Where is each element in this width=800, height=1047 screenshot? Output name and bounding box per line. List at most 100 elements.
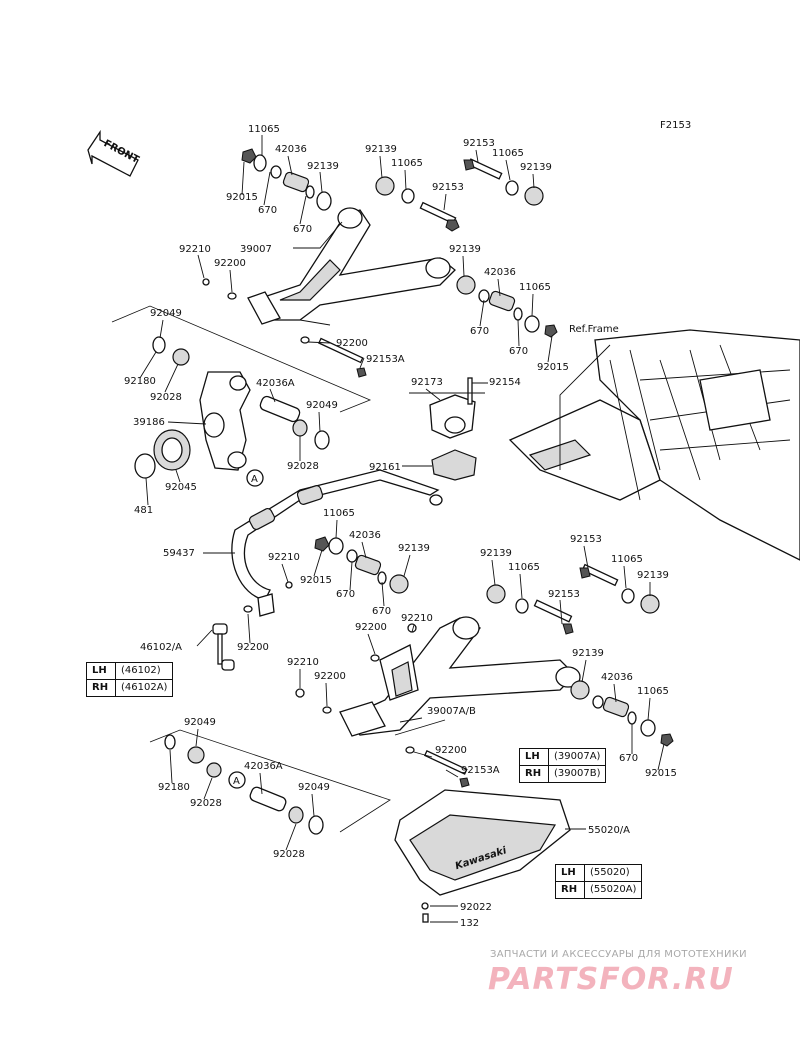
part-label: 11065 xyxy=(323,508,355,519)
legend-row: RH (55020A) xyxy=(555,881,643,899)
watermark-logo[interactable]: PARTSFOR.RU xyxy=(488,962,734,997)
part-label: 39186 xyxy=(133,417,165,428)
part-label: 92139 xyxy=(480,548,512,559)
leader-lines xyxy=(139,135,665,923)
part-label: 670 xyxy=(293,224,312,235)
part-label: 92015 xyxy=(537,362,569,373)
stabilizer-bar xyxy=(212,469,443,671)
ref-frame-label: Ref.Frame xyxy=(569,324,619,335)
part-label: 670 xyxy=(336,589,355,600)
part-label: 42036 xyxy=(484,267,516,278)
part-label: 42036 xyxy=(275,144,307,155)
part-label: 92049 xyxy=(184,717,216,728)
part-label: 92015 xyxy=(226,192,258,203)
part-label: 92200 xyxy=(355,622,387,633)
part-label: 92200 xyxy=(237,642,269,653)
part-label: 11065 xyxy=(519,282,551,293)
part-label: 11065 xyxy=(248,124,280,135)
part-label: 92210 xyxy=(287,657,319,668)
part-label: 92139 xyxy=(398,543,430,554)
part-label: 92153A xyxy=(461,765,500,776)
part-label: 92139 xyxy=(637,570,669,581)
legend-side: RH xyxy=(519,765,549,783)
legend-row: LH (46102) xyxy=(86,662,174,680)
diagram-code: F2153 xyxy=(660,120,692,131)
part-label: 42036 xyxy=(601,672,633,683)
legend-part: (39007A) xyxy=(547,748,607,766)
part-label: 92139 xyxy=(572,648,604,659)
part-label: 92139 xyxy=(307,161,339,172)
legend-part: (46102A) xyxy=(114,679,174,697)
part-label: 670 xyxy=(509,346,528,357)
lower-left-bushings: A xyxy=(149,729,391,835)
legend-row: LH (55020) xyxy=(555,864,643,882)
part-label: 670 xyxy=(258,205,277,216)
part-label: 92200 xyxy=(336,338,368,349)
part-label: 92022 xyxy=(460,902,492,913)
part-label: 42036 xyxy=(349,530,381,541)
legend-row: LH (39007A) xyxy=(519,748,607,766)
front-direction-arrow: FRONT xyxy=(87,129,141,177)
part-label: 55020/A xyxy=(588,825,630,836)
legend-side: RH xyxy=(555,881,585,899)
part-label: 92200 xyxy=(214,258,246,269)
part-label: 92154 xyxy=(489,377,521,388)
part-label: 92028 xyxy=(190,798,222,809)
upper-bushings xyxy=(202,148,558,378)
part-label: 92139 xyxy=(520,162,552,173)
part-label: 11065 xyxy=(611,554,643,565)
legend-part: (46102) xyxy=(114,662,174,680)
circle-ref-a-2: A xyxy=(233,776,240,787)
part-label: 92015 xyxy=(645,768,677,779)
part-label: 42036A xyxy=(244,761,283,772)
part-label: 670 xyxy=(470,326,489,337)
legend-row: RH (46102A) xyxy=(86,679,174,697)
part-label: 42036A xyxy=(256,378,295,389)
part-label: 59437 xyxy=(163,548,195,559)
part-label: 39007A/B xyxy=(427,706,476,717)
part-label: 132 xyxy=(460,918,479,929)
part-label: 92180 xyxy=(158,782,190,793)
part-label: 39007 xyxy=(240,244,272,255)
part-label: 92139 xyxy=(449,244,481,255)
part-label: 11065 xyxy=(391,158,423,169)
part-label: 92028 xyxy=(273,849,305,860)
lower-bushings xyxy=(295,536,660,714)
legend-guard: LH (55020) RH (55020A) xyxy=(555,864,643,899)
part-labels: 11065 42036 92139 92015 670 670 92139 11… xyxy=(124,124,677,929)
part-label: 92028 xyxy=(287,461,319,472)
circle-ref-a-1: A xyxy=(251,474,258,485)
legend-side: LH xyxy=(555,864,585,882)
legend-side: RH xyxy=(86,679,116,697)
part-label: 92210 xyxy=(179,244,211,255)
frame-reference-drawing xyxy=(508,329,800,561)
part-label: 92210 xyxy=(268,552,300,563)
part-label: 11065 xyxy=(492,148,524,159)
part-label: 92153A xyxy=(366,354,405,365)
part-label: 92161 xyxy=(369,462,401,473)
part-label: 92200 xyxy=(435,745,467,756)
lower-right-bushings xyxy=(405,680,674,788)
part-label: 670 xyxy=(372,606,391,617)
part-label: 92173 xyxy=(411,377,443,388)
part-label: 92153 xyxy=(548,589,580,600)
legend-link: LH (46102) RH (46102A) xyxy=(86,662,174,697)
stabilizer-clamp xyxy=(409,377,485,481)
part-label: 46102/A xyxy=(140,642,182,653)
knuckle-assembly: A xyxy=(111,305,372,487)
part-label: 92139 xyxy=(365,144,397,155)
part-label: 92028 xyxy=(150,392,182,403)
part-label: 92049 xyxy=(306,400,338,411)
part-label: 92015 xyxy=(300,575,332,586)
part-label: 11065 xyxy=(637,686,669,697)
part-label: 92049 xyxy=(298,782,330,793)
skid-guard: Kawasaki xyxy=(394,789,571,923)
upper-a-arm xyxy=(247,207,456,326)
legend-part: (39007B) xyxy=(547,765,607,783)
legend-arm: LH (39007A) RH (39007B) xyxy=(519,748,607,783)
part-label: 481 xyxy=(134,505,153,516)
part-label: 92210 xyxy=(401,613,433,624)
part-label: 11065 xyxy=(508,562,540,573)
